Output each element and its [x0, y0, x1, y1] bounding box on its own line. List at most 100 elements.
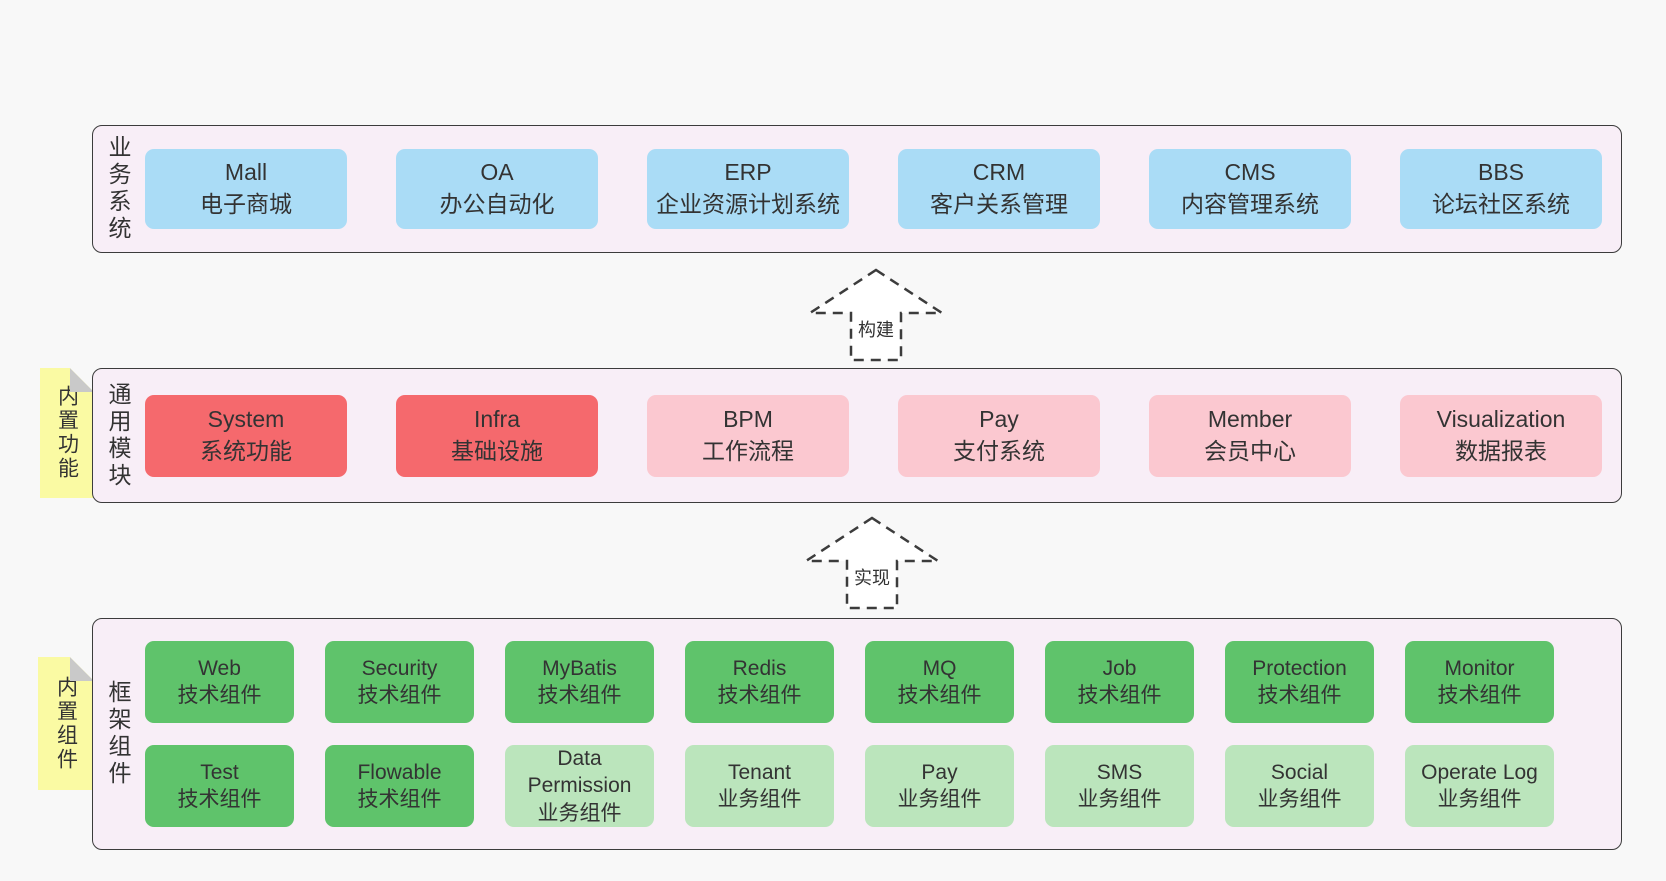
- box-title: System: [207, 405, 285, 432]
- box-title: ERP: [724, 159, 772, 186]
- box-title: Visualization: [1436, 405, 1566, 432]
- layer-label-common-modules: 通用模块: [105, 381, 131, 490]
- box-title: CMS: [1224, 159, 1276, 186]
- box-protection: Protection 技术组件: [1225, 641, 1374, 723]
- box-title: Infra: [473, 405, 521, 432]
- box-title: Member: [1207, 405, 1293, 432]
- build-arrow-label: 构建: [855, 316, 897, 342]
- box-member: Member 会员中心: [1149, 394, 1351, 477]
- box-title: OA: [480, 159, 514, 186]
- box-title: BPM: [723, 405, 773, 432]
- box-subtitle: 技术组件: [1077, 684, 1162, 707]
- box-test: Test 技术组件: [145, 745, 294, 827]
- box-subtitle: 业务组件: [537, 801, 622, 825]
- box-title: CRM: [972, 159, 1026, 186]
- box-visualization: Visualization 数据报表: [1400, 394, 1602, 477]
- box-subtitle: 业务组件: [897, 788, 982, 811]
- box-title: Mall: [224, 159, 268, 186]
- box-title: Pay: [921, 760, 958, 784]
- layer-business-systems: 业务系统 Mall 电子商城 OA 办公自动化 ERP 企业资源计划系统 CRM 客户关系管理…: [92, 125, 1622, 253]
- box-operate-log: Operate Log 业务组件: [1405, 745, 1554, 827]
- box-tenant: Tenant 业务组件: [685, 745, 834, 827]
- box-subtitle: 工作流程: [702, 437, 794, 464]
- box-security: Security 技术组件: [325, 641, 474, 723]
- layer-common-modules: 通用模块 System 系统功能 Infra 基础设施 BPM 工作流程 Pay 支付系统 Me…: [92, 368, 1622, 503]
- box-subtitle: 客户关系管理: [930, 191, 1068, 217]
- box-subtitle: 技术组件: [717, 684, 802, 707]
- sticky-note-builtin-features: 内置功能: [40, 368, 94, 498]
- box-erp: ERP 企业资源计划系统: [647, 149, 849, 229]
- box-oa: OA 办公自动化: [396, 149, 598, 229]
- box-title: Job: [1102, 656, 1137, 680]
- box-flowable: Flowable 技术组件: [325, 745, 474, 827]
- implement-arrow: 实现: [797, 516, 947, 610]
- box-cms: CMS 内容管理系统: [1149, 149, 1351, 229]
- box-subtitle: 电子商城: [200, 191, 292, 217]
- box-subtitle: 基础设施: [451, 437, 543, 464]
- box-title: BBS: [1477, 159, 1525, 186]
- box-title: MyBatis: [542, 656, 617, 680]
- box-bbs: BBS 论坛社区系统: [1400, 149, 1602, 229]
- box-subtitle: 会员中心: [1204, 437, 1296, 464]
- box-subtitle: 技术组件: [357, 684, 442, 707]
- box-subtitle: 技术组件: [177, 788, 262, 811]
- box-title: Protection: [1252, 656, 1347, 680]
- module-box-row: System 系统功能 Infra 基础设施 BPM 工作流程 Pay 支付系统 Member 会…: [145, 394, 1602, 477]
- box-monitor: Monitor 技术组件: [1405, 641, 1554, 723]
- box-subtitle: 技术组件: [1257, 684, 1342, 707]
- box-subtitle: 企业资源计划系统: [656, 191, 840, 217]
- box-system: System 系统功能: [145, 394, 347, 477]
- box-infra: Infra 基础设施: [396, 394, 598, 477]
- box-bpm: BPM 工作流程: [647, 394, 849, 477]
- box-title: Tenant: [727, 760, 792, 784]
- sticky-note-builtin-components: 内置组件: [38, 657, 94, 790]
- box-pay: Pay 支付系统: [898, 394, 1100, 477]
- box-redis: Redis 技术组件: [685, 641, 834, 723]
- box-subtitle: 业务组件: [1077, 788, 1162, 811]
- build-arrow: 构建: [801, 268, 951, 362]
- box-subtitle: 业务组件: [1257, 788, 1342, 811]
- box-subtitle: 论坛社区系统: [1432, 191, 1570, 217]
- box-subtitle: 内容管理系统: [1181, 191, 1319, 217]
- box-sms: SMS 业务组件: [1045, 745, 1194, 827]
- box-title: Pay: [979, 405, 1019, 432]
- box-subtitle: 技术组件: [897, 684, 982, 707]
- box-subtitle: 业务组件: [717, 788, 802, 811]
- up-arrow-dashed-icon: [805, 268, 947, 362]
- box-mybatis: MyBatis 技术组件: [505, 641, 654, 723]
- sticky-note-text: 内置功能: [55, 385, 79, 481]
- sticky-note-text: 内置组件: [54, 675, 78, 772]
- box-title: SMS: [1096, 760, 1143, 784]
- box-title: Flowable: [357, 760, 442, 784]
- box-subtitle: 技术组件: [1437, 684, 1522, 707]
- business-box-row: Mall 电子商城 OA 办公自动化 ERP 企业资源计划系统 CRM 客户关系管理 CMS 内容…: [145, 149, 1602, 229]
- box-title: Security: [361, 656, 438, 680]
- box-mq: MQ 技术组件: [865, 641, 1014, 723]
- box-job: Job 技术组件: [1045, 641, 1194, 723]
- box-subtitle: 技术组件: [537, 684, 622, 707]
- implement-arrow-label: 实现: [851, 564, 893, 590]
- box-title: Test: [200, 760, 239, 784]
- box-crm: CRM 客户关系管理: [898, 149, 1100, 229]
- box-mall: Mall 电子商城: [145, 149, 347, 229]
- box-title: Monitor: [1444, 656, 1515, 680]
- box-subtitle: 技术组件: [357, 788, 442, 811]
- box-subtitle: 数据报表: [1455, 437, 1547, 464]
- box-title: Operate Log: [1421, 760, 1538, 784]
- box-title: Redis: [732, 656, 787, 680]
- box-subtitle: 系统功能: [200, 437, 292, 464]
- box-pay: Pay 业务组件: [865, 745, 1014, 827]
- box-title: MQ: [922, 656, 957, 680]
- box-subtitle: 业务组件: [1437, 788, 1522, 811]
- box-subtitle: 支付系统: [953, 437, 1045, 464]
- box-subtitle: 办公自动化: [439, 191, 555, 217]
- layer-label-business-systems: 业务系统: [105, 135, 131, 243]
